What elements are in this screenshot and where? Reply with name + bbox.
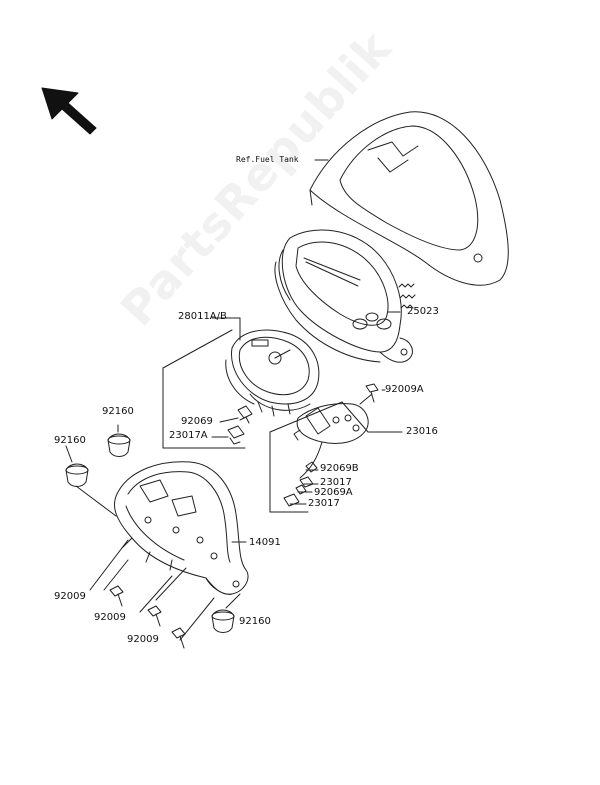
screw-92009-b bbox=[147, 605, 162, 627]
meter-assembly bbox=[225, 329, 320, 417]
label-92069A: 92069A bbox=[314, 487, 353, 498]
grommet-92160-bottom bbox=[211, 609, 235, 633]
grommet-92160-left bbox=[65, 463, 89, 487]
label-92160-top: 92160 bbox=[102, 406, 134, 417]
socket-23017-lower bbox=[283, 493, 300, 507]
screw-92009-c bbox=[171, 627, 186, 649]
label-92009-c: 92009 bbox=[127, 634, 159, 645]
label-14091: 14091 bbox=[249, 537, 281, 548]
label-ref-fuel-tank: Ref.Fuel Tank bbox=[236, 155, 299, 164]
label-25023: 25023 bbox=[407, 306, 439, 317]
label-23017A: 23017A bbox=[169, 430, 208, 441]
label-92009A: 92009A bbox=[385, 384, 424, 395]
label-92069B: 92069B bbox=[320, 463, 359, 474]
screw-92009-a bbox=[109, 585, 124, 607]
screw-92009A bbox=[359, 383, 379, 405]
meter-housing bbox=[274, 229, 416, 363]
fuel-tank-cover bbox=[309, 111, 509, 286]
wiring-harness bbox=[293, 403, 369, 479]
label-23017-b: 23017 bbox=[308, 498, 340, 509]
label-92009-a: 92009 bbox=[54, 591, 86, 602]
grommet-92160-top bbox=[107, 433, 131, 457]
label-92160-left: 92160 bbox=[54, 435, 86, 446]
direction-arrow-icon bbox=[41, 87, 97, 135]
label-92009-b: 92009 bbox=[94, 612, 126, 623]
label-23017-a: 23017 bbox=[320, 477, 352, 488]
bulb-92069 bbox=[237, 405, 253, 424]
socket-23017A bbox=[227, 425, 245, 445]
label-92160-bottom: 92160 bbox=[239, 616, 271, 627]
meter-cover bbox=[114, 461, 249, 595]
label-28011AB: 28011A/B bbox=[178, 311, 227, 322]
label-92069: 92069 bbox=[181, 416, 213, 427]
label-23016: 23016 bbox=[406, 426, 438, 437]
